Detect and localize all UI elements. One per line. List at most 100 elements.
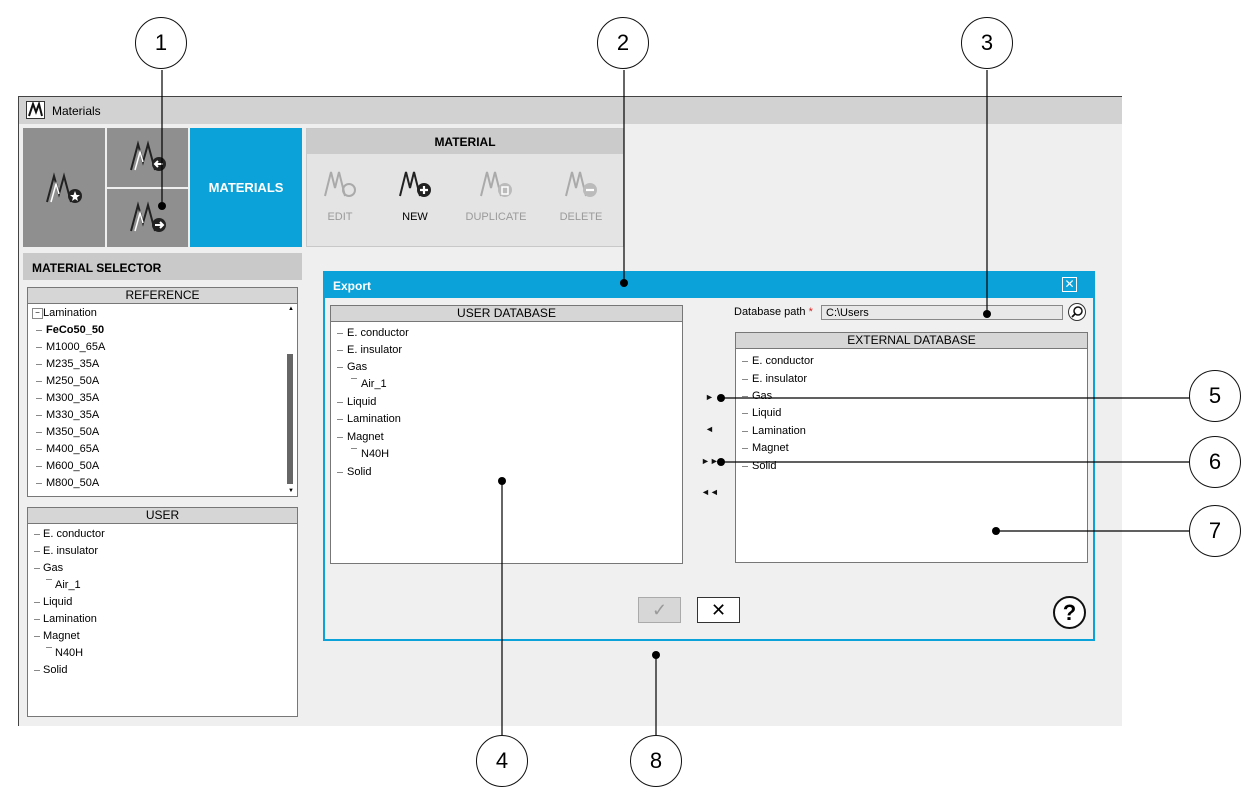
material-library-tile[interactable] xyxy=(23,128,105,247)
list-item[interactable]: N40H xyxy=(55,647,84,659)
tree-node-lamination[interactable]: −Lamination xyxy=(32,305,97,322)
list-item[interactable]: M800_50A xyxy=(46,477,100,489)
material-edit-icon xyxy=(324,171,356,197)
list-item[interactable]: M600_50A xyxy=(46,460,100,472)
reference-scrollbar[interactable]: ▲ ▼ xyxy=(286,306,295,494)
cancel-button[interactable]: ✕ xyxy=(697,597,740,623)
list-item[interactable]: E. conductor xyxy=(347,327,409,339)
list-item[interactable]: M400_65A xyxy=(46,443,100,455)
list-item[interactable]: Air_1 xyxy=(361,378,387,390)
list-item[interactable]: Solid xyxy=(752,460,777,472)
browse-search-icon[interactable] xyxy=(1068,303,1086,321)
list-item[interactable]: E. conductor xyxy=(43,528,105,540)
collapse-icon[interactable]: − xyxy=(32,307,43,319)
export-dialog-title: Export xyxy=(323,271,1095,298)
move-all-right-button[interactable]: ►► xyxy=(701,456,719,466)
list-item[interactable]: E. insulator xyxy=(347,344,403,356)
callout-5: 5 xyxy=(1189,370,1241,422)
user-database-list[interactable]: USER DATABASE E. conductor E. insulator … xyxy=(330,305,683,564)
list-item[interactable]: Lamination xyxy=(43,613,97,625)
ok-button[interactable]: ✓ xyxy=(638,597,681,623)
callout-1: 1 xyxy=(135,17,187,69)
import-material-tile[interactable] xyxy=(107,128,188,187)
list-item[interactable]: Magnet xyxy=(752,442,789,454)
database-path-label: Database path * xyxy=(734,306,813,318)
list-item[interactable]: E. insulator xyxy=(43,545,99,557)
move-all-left-button[interactable]: ◄◄ xyxy=(701,487,719,497)
user-list[interactable]: USER E. conductor E. insulator Gas Air_1… xyxy=(27,507,298,717)
callout-6: 6 xyxy=(1189,436,1241,488)
callout-dot xyxy=(717,394,725,402)
callout-dot xyxy=(652,651,660,659)
material-delete-icon xyxy=(565,171,597,197)
scroll-down-icon[interactable]: ▼ xyxy=(288,488,294,494)
list-item[interactable]: M300_35A xyxy=(46,392,100,404)
tree-node-label: Lamination xyxy=(43,307,97,319)
external-database-list[interactable]: EXTERNAL DATABASE E. conductor E. insula… xyxy=(735,332,1088,563)
scroll-up-icon[interactable]: ▲ xyxy=(288,306,294,312)
list-item[interactable]: M235_35A xyxy=(46,358,100,370)
material-export-icon xyxy=(130,201,166,232)
callout-3: 3 xyxy=(961,17,1013,69)
material-favorite-icon xyxy=(46,172,82,203)
material-new-icon xyxy=(399,171,431,197)
edit-button[interactable]: EDIT xyxy=(305,168,375,238)
material-panel-header: MATERIAL xyxy=(307,129,623,154)
list-item[interactable]: N40H xyxy=(361,448,390,460)
reference-list[interactable]: REFERENCE −Lamination FeCo50_50 M1000_65… xyxy=(27,287,298,497)
move-right-button[interactable]: ► xyxy=(705,392,714,402)
callout-dot xyxy=(992,527,1000,535)
list-item[interactable]: M350_50A xyxy=(46,426,100,438)
list-item[interactable]: M1000_65A xyxy=(46,341,106,353)
list-item[interactable]: Air_1 xyxy=(55,579,81,591)
list-item[interactable]: Liquid xyxy=(347,396,377,408)
list-item[interactable]: Gas xyxy=(43,562,64,574)
required-mark: * xyxy=(808,306,813,318)
material-duplicate-icon xyxy=(480,171,512,197)
duplicate-button[interactable]: DUPLICATE xyxy=(461,168,531,238)
reference-list-header: REFERENCE xyxy=(28,288,297,304)
list-item[interactable]: Magnet xyxy=(347,431,384,443)
callout-dot xyxy=(498,477,506,485)
database-path-input[interactable]: C:\Users xyxy=(821,305,1063,320)
help-icon[interactable]: ? xyxy=(1053,596,1086,629)
callout-dot xyxy=(158,202,166,210)
callout-2: 2 xyxy=(597,17,649,69)
list-item[interactable]: M330_35A xyxy=(46,409,100,421)
callout-dot xyxy=(620,279,628,287)
list-item[interactable]: Lamination xyxy=(347,413,401,425)
window-title: Materials xyxy=(52,104,101,118)
callout-dot xyxy=(717,458,725,466)
callout-dot xyxy=(983,310,991,318)
delete-label: DELETE xyxy=(559,211,603,223)
user-database-header: USER DATABASE xyxy=(331,306,682,322)
list-item[interactable]: M250_50A xyxy=(46,375,100,387)
list-item[interactable]: Liquid xyxy=(752,407,782,419)
list-item[interactable]: Magnet xyxy=(43,630,80,642)
new-button[interactable]: NEW xyxy=(380,168,450,238)
list-item[interactable]: Gas xyxy=(347,361,368,373)
move-left-button[interactable]: ◄ xyxy=(705,424,714,434)
list-item[interactable]: Solid xyxy=(347,466,372,478)
window-titlebar xyxy=(18,96,1122,124)
app-logo-icon xyxy=(26,100,45,119)
materials-tab[interactable]: MATERIALS xyxy=(190,128,302,247)
callout-4: 4 xyxy=(476,735,528,787)
list-item[interactable]: Lamination xyxy=(752,425,806,437)
list-item[interactable]: FeCo50_50 xyxy=(46,324,105,336)
list-item[interactable]: Liquid xyxy=(43,596,73,608)
delete-button[interactable]: DELETE xyxy=(546,168,616,238)
export-material-tile[interactable] xyxy=(107,189,188,247)
list-item[interactable]: E. conductor xyxy=(752,355,814,367)
edit-label: EDIT xyxy=(327,211,353,223)
callout-7: 7 xyxy=(1189,505,1241,557)
scrollbar-thumb[interactable] xyxy=(287,354,293,484)
close-icon[interactable]: ✕ xyxy=(1062,277,1077,292)
list-item[interactable]: Gas xyxy=(752,390,773,402)
new-label: NEW xyxy=(402,211,428,223)
material-selector-header: MATERIAL SELECTOR xyxy=(23,253,302,280)
list-item[interactable]: Solid xyxy=(43,664,68,676)
external-database-header: EXTERNAL DATABASE xyxy=(736,333,1087,349)
list-item[interactable]: E. insulator xyxy=(752,373,808,385)
